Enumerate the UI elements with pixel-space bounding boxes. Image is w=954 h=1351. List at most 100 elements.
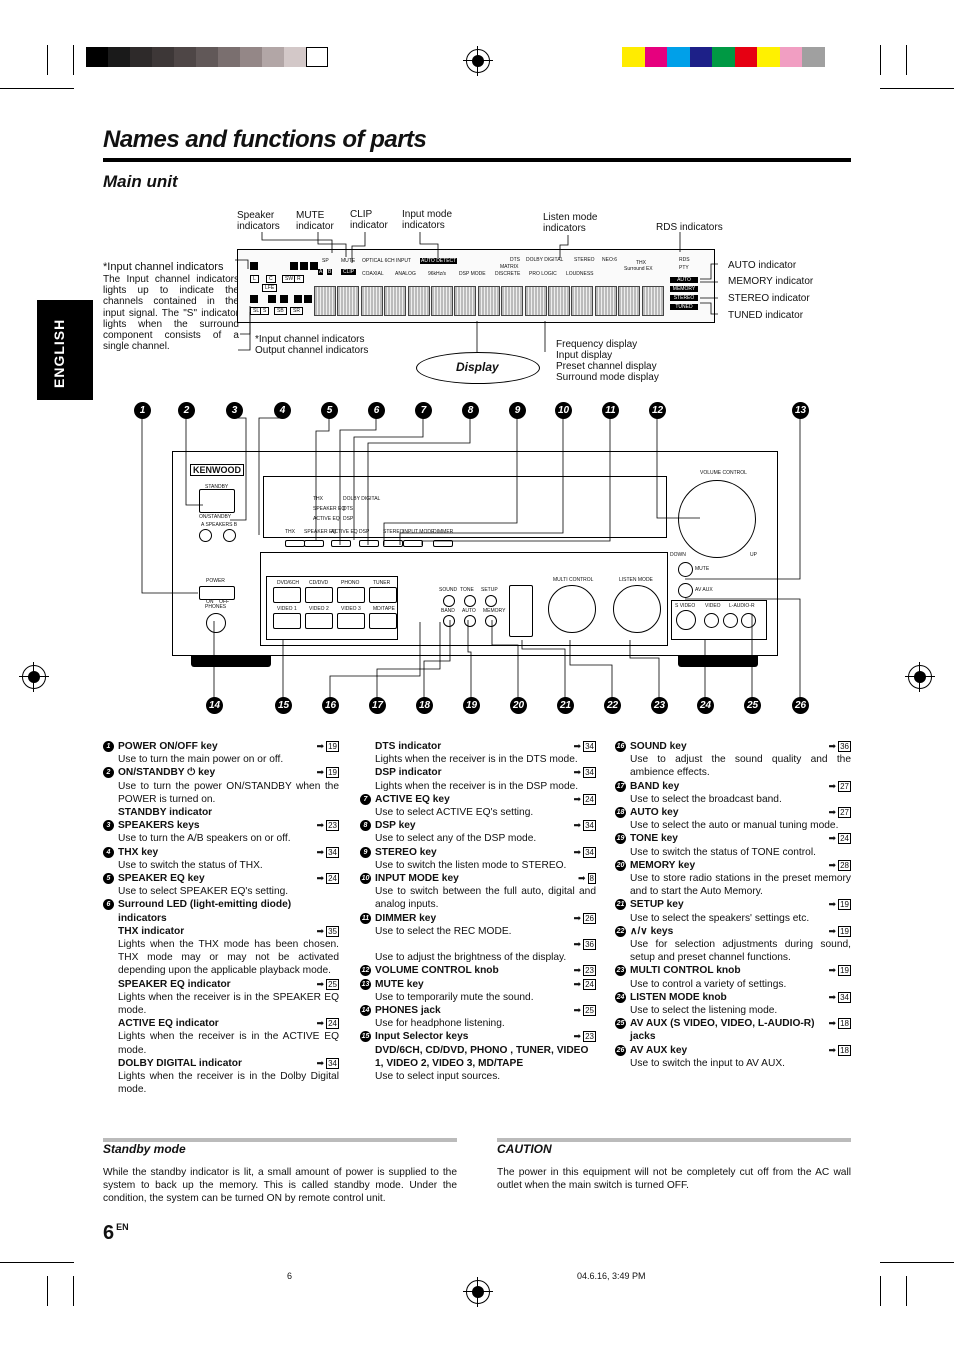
input-key[interactable] [273,587,301,603]
phones-jack[interactable] [206,613,226,633]
page-ref-number: 24 [838,833,851,845]
status-badge: AUTO [670,277,698,283]
footer-timestamp: 04.6.16, 3:49 PM [577,1271,646,1281]
volume-control-knob[interactable] [678,480,756,558]
callout-number: 5 [103,873,114,885]
page-ref: ➡34 [573,846,596,858]
page-ref-number: 36 [583,939,596,951]
crop-mark [906,45,907,75]
callout-2: 2 [178,402,195,419]
input-key-label: VIDEO 2 [309,606,329,612]
input-key-label: DVD/6CH [277,580,299,586]
under-display-key[interactable] [359,540,379,547]
under-display-key[interactable] [403,540,423,547]
under-display-key[interactable] [331,540,351,547]
page-ref-number: 24 [326,873,339,885]
small-key[interactable] [464,615,476,627]
multi-control-knob[interactable] [548,585,596,633]
small-key[interactable] [443,615,455,627]
part-name: SETUP key [630,899,684,911]
input-key-label: MD/TAPE [373,606,395,612]
up-down-keys[interactable] [509,585,533,637]
caution-bar [497,1138,851,1142]
callout-number: 2 [103,767,114,779]
crop-mark [880,1276,881,1306]
page-ref-number: 26 [583,912,596,924]
speaker-b-button[interactable] [223,529,236,542]
input-key[interactable] [305,587,333,603]
input-key[interactable] [369,613,397,629]
part-name: SPEAKER EQ indicator [118,978,231,990]
under-display-key[interactable] [433,540,453,547]
mute-button[interactable] [678,562,693,577]
av-aux-jack[interactable] [723,613,738,628]
part-description: Use to select ACTIVE EQ's setting. [375,807,534,819]
part-description: Lights when the receiver is in the Dolby… [118,1071,339,1096]
listen-mode-knob[interactable] [613,585,661,633]
callout-12: 12 [649,402,666,419]
under-display-key[interactable] [304,540,324,547]
under-display-key[interactable] [383,540,403,547]
input-key[interactable] [337,613,365,629]
mute-indicator-label: MUTE indicator [296,210,334,232]
small-key[interactable] [464,595,476,607]
part-name: SPEAKER EQ key [118,873,205,885]
input-key-label: TUNER [373,580,391,586]
input-key[interactable] [337,587,365,603]
part-description: Use to turn the A/B speakers on or off. [118,833,291,845]
page-ref: ➡23 [573,965,596,977]
status-badge: STEREO [670,295,698,301]
callout-number: 26 [615,1044,626,1056]
under-display-key-label: THX [285,529,295,535]
display-modes-label: Frequency display Input display Preset c… [556,339,659,383]
channel-led [294,295,302,303]
page-ref-number: 27 [838,780,851,792]
av-aux-jack[interactable] [741,613,756,628]
part-heading: AUTO key➡27 [630,806,851,819]
small-key[interactable] [443,595,455,607]
av-aux-jack[interactable] [704,613,719,628]
speaker-indicators-label: Speaker indicators [237,210,280,232]
gray-swatch [284,47,306,67]
led-indicator-label: DTS [343,506,353,512]
clip-indicator-label: CLIP indicator [350,209,388,231]
av-aux-button[interactable] [678,583,693,598]
input-key[interactable] [273,613,301,629]
small-key-label: SOUND [439,587,458,593]
callout-8: 8 [462,402,479,419]
registration-mark-left [19,662,49,692]
input-key[interactable] [369,587,397,603]
part-name: AV AUX key [630,1044,688,1056]
small-key[interactable] [485,615,497,627]
power-button[interactable] [199,586,235,600]
led-indicator-label: THX [313,496,323,502]
input-key[interactable] [305,613,333,629]
volume-down-label: DOWN [670,552,686,558]
page-ref: ➡27 [828,807,851,819]
color-swatch [779,47,802,67]
power-label: POWER [206,578,225,584]
av-aux-jack[interactable] [676,610,696,630]
part-name: MEMORY key [630,859,696,871]
mute-indicator: MUTE [341,258,356,264]
on-standby-button[interactable] [199,489,235,513]
small-key[interactable] [485,595,497,607]
speaker-a-indicator: A [318,269,324,275]
callout-14: 14 [206,697,223,714]
channel-led [310,262,318,270]
status-badge: MEMORY [670,286,698,292]
led-indicator-label: DOLBY DIGITAL [343,496,381,502]
title-rule [103,158,851,162]
part-heading: DTS indicator➡34 [375,740,596,753]
speaker-a-button[interactable] [199,529,212,542]
part-description: Use to select the auto or manual tuning … [630,820,839,832]
